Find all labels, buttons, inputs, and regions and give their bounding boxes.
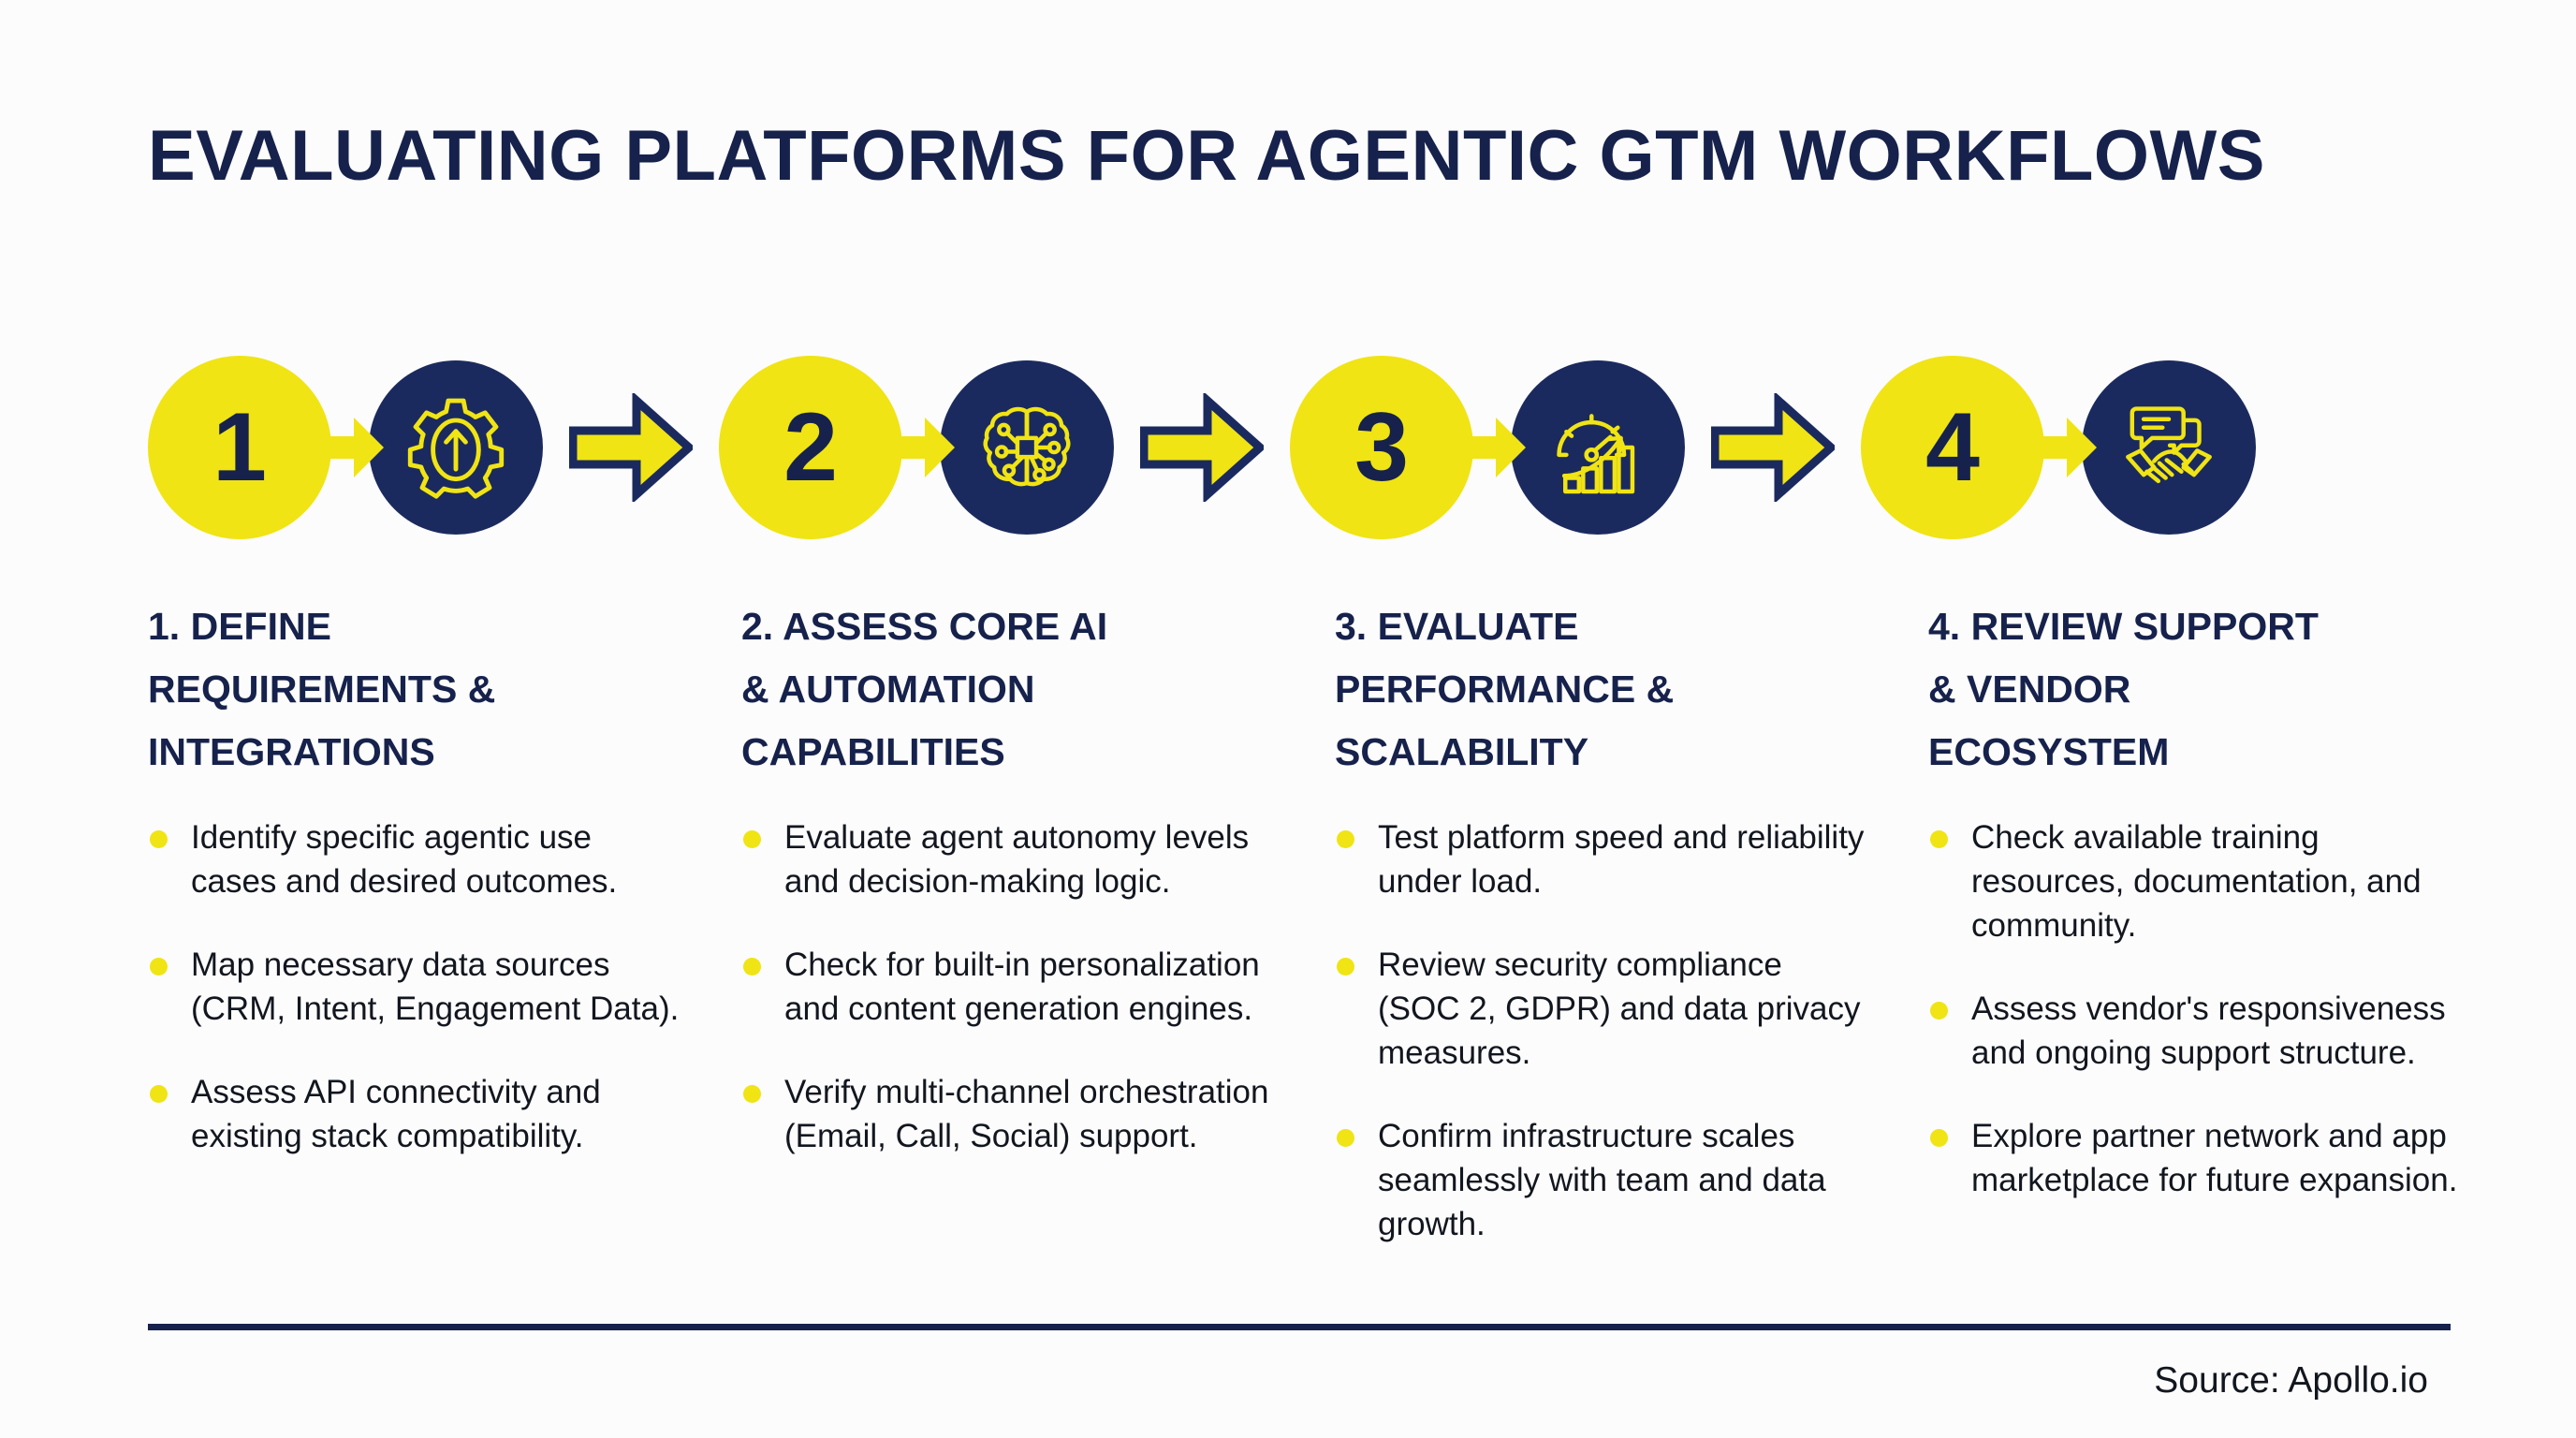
step-heading-line: 4. REVIEW SUPPORT: [1928, 605, 2319, 648]
step-heading-line: 2. ASSESS CORE AI: [741, 605, 1108, 648]
list-item: Explore partner network and app marketpl…: [1928, 1114, 2460, 1202]
list-item: Evaluate agent autonomy levels and decis…: [741, 815, 1273, 903]
list-item-text: Confirm infrastructure scales seamlessly…: [1378, 1118, 1826, 1242]
step-heading-line: 3. EVALUATE: [1335, 605, 1579, 648]
step-number-2: 2: [719, 355, 902, 539]
gear-growth-icon: [402, 393, 510, 502]
step-badge-row: 1 2: [148, 346, 2451, 548]
bullet-dot-icon: [1930, 1129, 1948, 1147]
step-group-4: 4: [1861, 355, 2256, 539]
step-heading-3: 3. EVALUATE PERFORMANCE & SCALABILITY: [1335, 595, 1866, 784]
list-item-text: Assess vendor's responsiveness and ongoi…: [1971, 990, 2446, 1071]
handshake-support-icon: [2116, 395, 2221, 500]
bullet-dot-icon: [150, 958, 168, 976]
step-number-1: 1: [148, 355, 331, 539]
step-bullet-list-1: Identify specific agentic use cases and …: [148, 815, 680, 1158]
step-heading-line: & VENDOR: [1928, 668, 2131, 711]
connector-arrow-icon: [1458, 417, 1526, 477]
bullet-dot-icon: [150, 830, 168, 848]
step-bullet-list-4: Check available training resources, docu…: [1928, 815, 2460, 1202]
list-item: Assess API connectivity and existing sta…: [148, 1070, 680, 1158]
step-icon-circle-3: [1511, 360, 1685, 535]
step-column-3: 3. EVALUATE PERFORMANCE & SCALABILITY Te…: [1335, 595, 1866, 1246]
step-column-4: 4. REVIEW SUPPORT & VENDOR ECOSYSTEM Che…: [1928, 595, 2460, 1246]
step-number-4: 4: [1861, 355, 2044, 539]
step-separator-arrow-icon: [1711, 392, 1835, 502]
list-item-text: Map necessary data sources (CRM, Intent,…: [191, 946, 680, 1027]
footer-divider: [148, 1324, 2451, 1330]
list-item: Test platform speed and reliability unde…: [1335, 815, 1866, 903]
list-item-text: Assess API connectivity and existing sta…: [191, 1074, 601, 1154]
step-icon-circle-4: [2082, 360, 2256, 535]
step-heading-line: & AUTOMATION: [741, 668, 1035, 711]
connector-arrow-icon: [887, 417, 955, 477]
step-group-3: 3: [1290, 355, 1685, 539]
step-separator-arrow-icon: [569, 392, 693, 502]
list-item: Confirm infrastructure scales seamlessly…: [1335, 1114, 1866, 1246]
list-item-text: Explore partner network and app marketpl…: [1971, 1118, 2458, 1198]
bullet-dot-icon: [743, 1085, 761, 1103]
bullet-dot-icon: [1930, 830, 1948, 848]
list-item-text: Test platform speed and reliability unde…: [1378, 819, 1865, 900]
bullet-dot-icon: [1337, 830, 1354, 848]
step-group-1: 1: [148, 355, 543, 539]
step-heading-line: 1. DEFINE: [148, 605, 331, 648]
step-column-2: 2. ASSESS CORE AI & AUTOMATION CAPABILIT…: [741, 595, 1273, 1246]
list-item: Assess vendor's responsiveness and ongoi…: [1928, 987, 2460, 1075]
steps-detail-columns: 1. DEFINE REQUIREMENTS & INTEGRATIONS Id…: [148, 595, 2460, 1246]
list-item: Check for built-in personalization and c…: [741, 943, 1273, 1031]
step-bullet-list-2: Evaluate agent autonomy levels and decis…: [741, 815, 1273, 1158]
step-heading-line: REQUIREMENTS &: [148, 668, 496, 711]
list-item: Check available training resources, docu…: [1928, 815, 2460, 947]
list-item: Map necessary data sources (CRM, Intent,…: [148, 943, 680, 1031]
list-item: Verify multi-channel orchestration (Emai…: [741, 1070, 1273, 1158]
list-item-text: Review security compliance (SOC 2, GDPR)…: [1378, 946, 1861, 1071]
list-item: Identify specific agentic use cases and …: [148, 815, 680, 903]
list-item-text: Verify multi-channel orchestration (Emai…: [784, 1074, 1269, 1154]
list-item-text: Check available training resources, docu…: [1971, 819, 2422, 944]
bullet-dot-icon: [1337, 958, 1354, 976]
step-separator-arrow-icon: [1140, 392, 1264, 502]
step-heading-4: 4. REVIEW SUPPORT & VENDOR ECOSYSTEM: [1928, 595, 2460, 784]
step-bullet-list-3: Test platform speed and reliability unde…: [1335, 815, 1866, 1246]
step-icon-circle-1: [369, 360, 543, 535]
step-column-1: 1. DEFINE REQUIREMENTS & INTEGRATIONS Id…: [148, 595, 680, 1246]
performance-gauge-chart-icon: [1545, 395, 1650, 500]
source-attribution: Source: Apollo.io: [2154, 1360, 2428, 1401]
connector-arrow-icon: [2029, 417, 2097, 477]
step-heading-1: 1. DEFINE REQUIREMENTS & INTEGRATIONS: [148, 595, 680, 784]
connector-arrow-icon: [316, 417, 384, 477]
step-heading-line: SCALABILITY: [1335, 730, 1589, 773]
page-title: EVALUATING PLATFORMS FOR AGENTIC GTM WOR…: [148, 116, 2265, 196]
bullet-dot-icon: [743, 830, 761, 848]
list-item-text: Identify specific agentic use cases and …: [191, 819, 618, 900]
step-heading-line: INTEGRATIONS: [148, 730, 435, 773]
step-icon-circle-2: [940, 360, 1114, 535]
bullet-dot-icon: [1930, 1002, 1948, 1020]
list-item: Review security compliance (SOC 2, GDPR)…: [1335, 943, 1866, 1075]
list-item-text: Check for built-in personalization and c…: [784, 946, 1260, 1027]
list-item-text: Evaluate agent autonomy levels and decis…: [784, 819, 1250, 900]
ai-brain-circuit-icon: [974, 395, 1079, 500]
bullet-dot-icon: [1337, 1129, 1354, 1147]
step-heading-line: ECOSYSTEM: [1928, 730, 2170, 773]
step-heading-line: CAPABILITIES: [741, 730, 1005, 773]
step-heading-2: 2. ASSESS CORE AI & AUTOMATION CAPABILIT…: [741, 595, 1273, 784]
step-number-3: 3: [1290, 355, 1473, 539]
step-heading-line: PERFORMANCE &: [1335, 668, 1675, 711]
bullet-dot-icon: [150, 1085, 168, 1103]
bullet-dot-icon: [743, 958, 761, 976]
step-group-2: 2: [719, 355, 1114, 539]
